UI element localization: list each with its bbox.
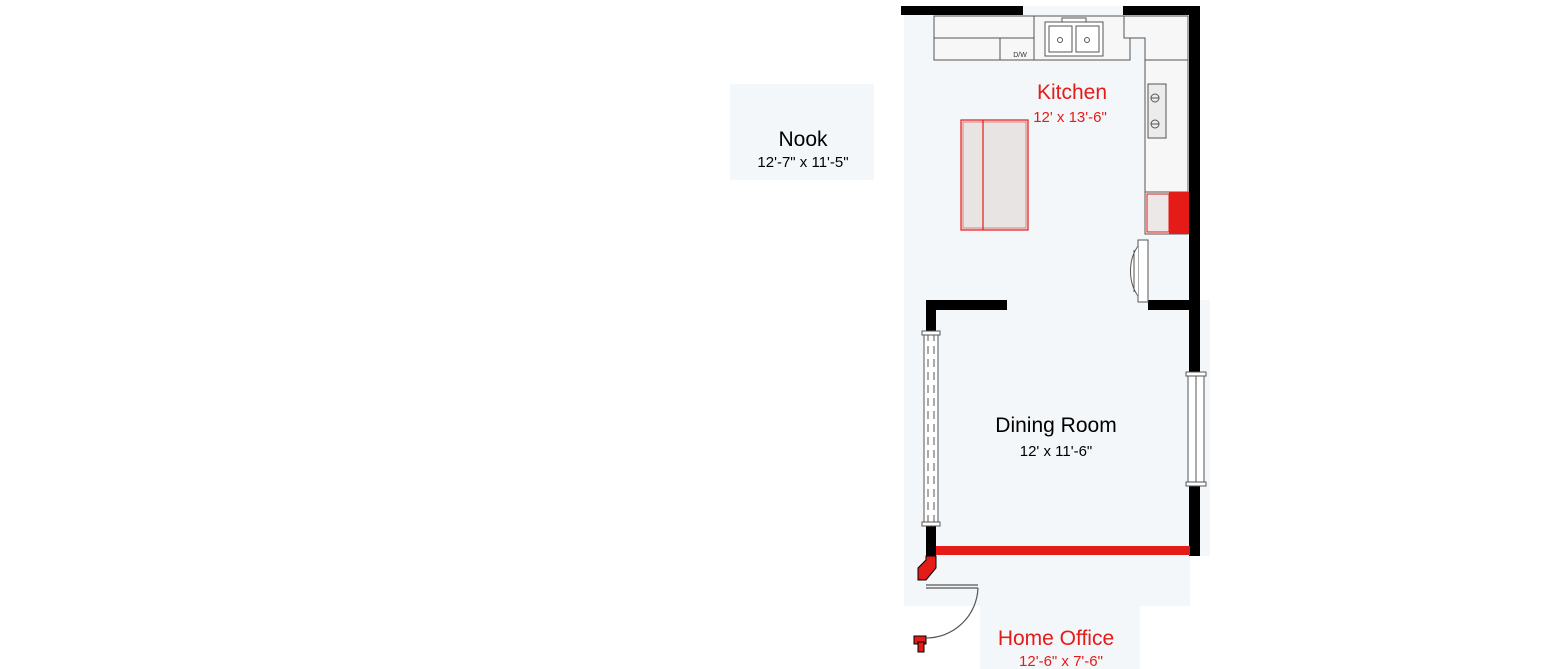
home-office-size: 12'-6" x 7'-6"	[1019, 653, 1103, 669]
highlighted-counter-texture	[1146, 193, 1170, 233]
window-icon	[1185, 371, 1207, 487]
home-office-area	[980, 604, 1140, 669]
highlighted-counter-block	[1169, 192, 1189, 234]
highlighted-door-stop-post	[917, 641, 925, 653]
home-office-name: Home Office	[998, 627, 1114, 650]
dishwasher-label: D/W	[1013, 52, 1027, 59]
highlighted-wall	[936, 546, 1190, 555]
nook-name: Nook	[778, 128, 828, 151]
dining-room-size: 12' x 11'-6"	[1020, 443, 1092, 460]
hall-area	[904, 556, 1190, 606]
kitchen-island-icon	[960, 119, 1029, 231]
nook-size: 12'-7" x 11'-5"	[757, 154, 848, 171]
cooktop-icon	[1150, 93, 1160, 129]
cooktop	[1147, 83, 1167, 139]
highlighted-door-frame	[917, 555, 937, 581]
wall-dining-left-upper	[926, 300, 936, 333]
double-sink-icon	[1044, 17, 1104, 57]
kitchen-size: 12' x 13'-6"	[1033, 109, 1107, 126]
wall-top-right	[1123, 6, 1200, 15]
wall-dining-top-left	[926, 300, 1007, 310]
refrigerator-icon	[1130, 239, 1149, 303]
wall-dining-left-lower	[926, 524, 936, 556]
nook-area	[730, 84, 874, 180]
dining-room-area	[904, 300, 1210, 556]
walls	[901, 6, 1200, 556]
wall-top-left	[901, 6, 1023, 15]
door-swing-icon	[925, 584, 979, 639]
wall-right	[1189, 6, 1200, 556]
dining-room-name: Dining Room	[995, 414, 1116, 437]
wall-kitchen-dining-right	[1148, 300, 1192, 310]
sliding-door-icon	[921, 330, 941, 527]
kitchen-name: Kitchen	[1037, 81, 1107, 104]
